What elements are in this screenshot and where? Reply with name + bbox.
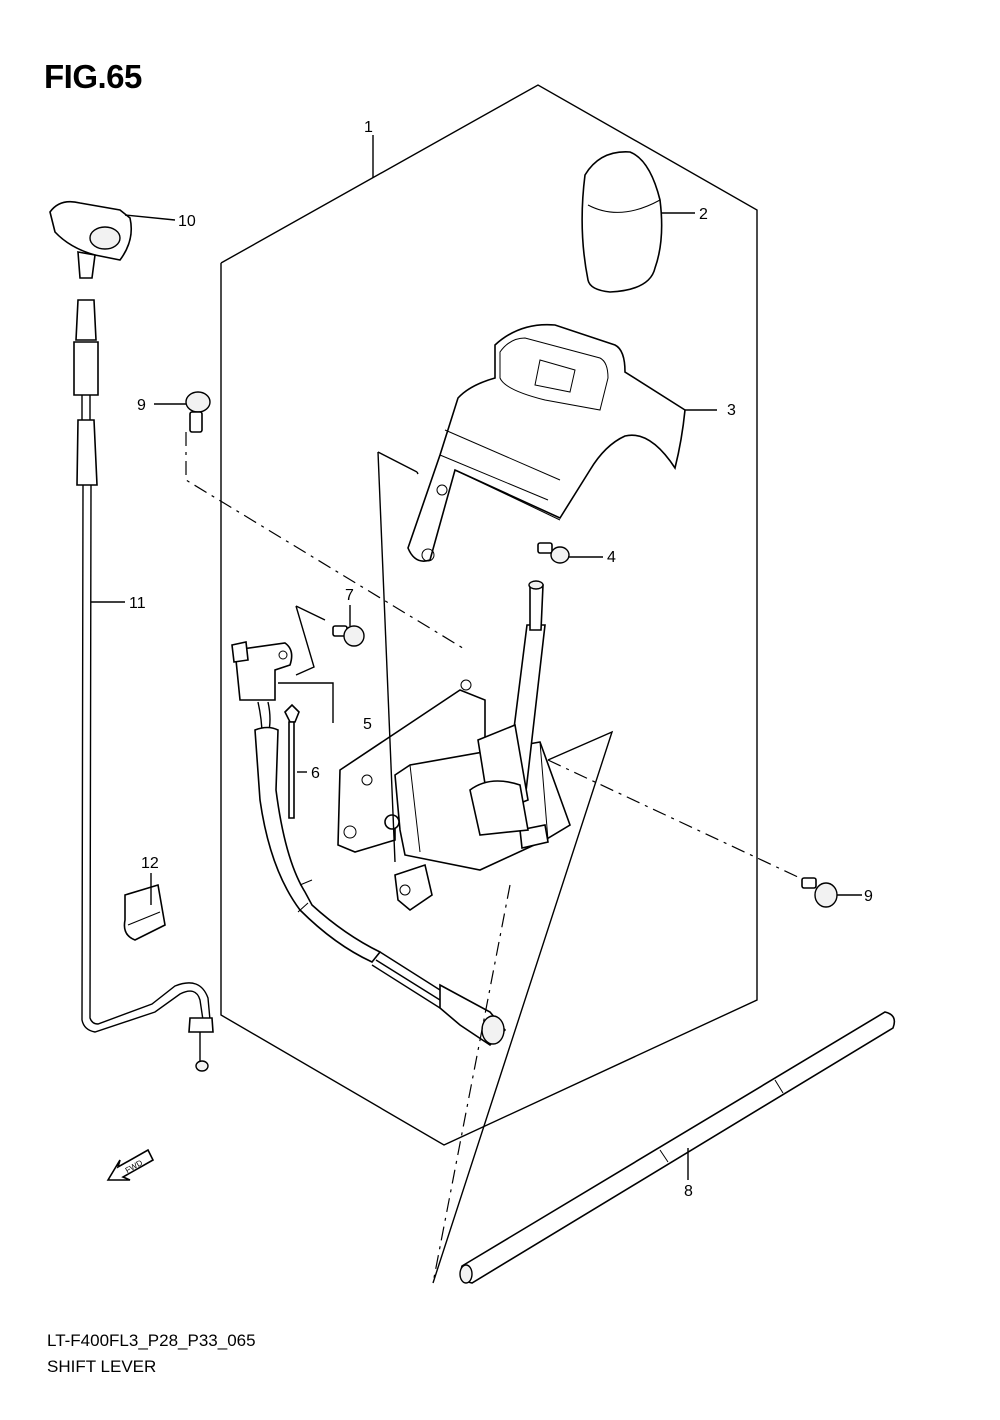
- figure-name: SHIFT LEVER: [47, 1357, 157, 1376]
- cable-clamp: [123, 883, 166, 941]
- callout-12: 12: [141, 855, 159, 872]
- figure-code: LT-F400FL3_P28_P33_065: [47, 1331, 256, 1350]
- shift-knob: [581, 151, 663, 293]
- callout-leaders: [91, 135, 862, 1180]
- callout-9-right: 9: [864, 888, 873, 905]
- callout-4: 4: [607, 549, 616, 566]
- bracket-screw-7: [332, 625, 365, 647]
- gear-position-switch: [231, 641, 507, 1047]
- callout-11: 11: [129, 595, 146, 612]
- assembly-reference-lines: [185, 432, 801, 1284]
- screw-9-upper: [185, 391, 211, 433]
- shift-cable-adjuster: [49, 200, 133, 279]
- figure-title: FIG.65: [44, 58, 142, 95]
- shift-rod: [459, 1011, 896, 1284]
- callout-labels: 1 2 3 4 5 6 7 8 9 9 10 11 12: [129, 119, 873, 1200]
- callout-9-upper: 9: [137, 397, 146, 414]
- callout-6: 6: [311, 765, 320, 782]
- assembly-boundary-outline: [220, 84, 758, 1146]
- callout-10: 10: [178, 213, 196, 230]
- callout-7: 7: [345, 587, 354, 604]
- screw-9-right: [801, 877, 838, 908]
- fwd-arrow-icon: FWD: [106, 1148, 155, 1181]
- shift-lever-rod: [469, 580, 546, 836]
- cable-tie: [284, 703, 300, 819]
- callout-1: 1: [364, 119, 373, 136]
- shift-cable: [73, 299, 214, 1072]
- cover-screw: [537, 542, 570, 564]
- callout-3: 3: [727, 402, 736, 419]
- callout-5: 5: [363, 716, 372, 733]
- callout-2: 2: [699, 206, 708, 223]
- lever-cover: [407, 323, 686, 562]
- callout-8: 8: [684, 1183, 693, 1200]
